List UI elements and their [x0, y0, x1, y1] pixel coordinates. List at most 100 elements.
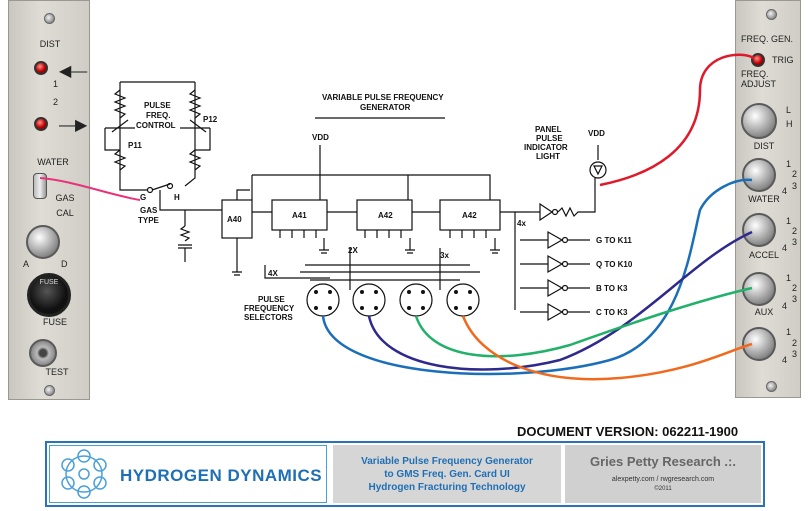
- water-gas-toggle-switch[interactable]: [33, 173, 47, 199]
- pos-4-label: 4: [782, 243, 788, 253]
- trig-label: TRIG: [772, 55, 794, 65]
- panel-screw: [766, 381, 777, 392]
- molecule-logo-icon: [61, 449, 107, 499]
- trig-led: [751, 53, 765, 67]
- panel-label-line4: LIGHT: [536, 152, 560, 161]
- doc-title-line1: Variable Pulse Frequency Generator: [361, 455, 533, 467]
- g-label: G: [140, 193, 146, 202]
- cal-a-label: A: [23, 259, 30, 269]
- led-2-label: 2: [53, 97, 59, 107]
- dist-led-2: [34, 117, 48, 131]
- a40-label: A40: [227, 215, 242, 224]
- selectors-label-line1: PULSE: [258, 295, 285, 304]
- pos-2-label: 2: [792, 169, 798, 179]
- pos-3-label: 3: [792, 237, 798, 247]
- freq-adjust-knob[interactable]: [741, 103, 777, 139]
- accel-selector-knob[interactable]: [742, 272, 776, 306]
- selectors-label-line2: FREQUENCY: [244, 304, 295, 313]
- credit-year: ©2011: [654, 486, 672, 492]
- h-label: H: [174, 193, 180, 202]
- gas-type-line2: TYPE: [138, 216, 160, 225]
- company-logo-block: HYDROGEN DYNAMICS: [49, 445, 327, 503]
- freq-h-label: H: [786, 119, 793, 129]
- arrow-right-icon: —▶: [59, 117, 88, 134]
- panel-screw: [44, 385, 55, 396]
- freq-l-label: L: [786, 105, 792, 115]
- dist-label: DIST: [39, 39, 61, 49]
- vdd-label-2: VDD: [588, 129, 605, 138]
- multiplier-4x-left: 4X: [268, 269, 278, 278]
- pos-2-label: 2: [792, 338, 798, 348]
- doc-title-line3: Hydrogen Fracturing Technology: [368, 481, 526, 493]
- fuse-cap-label: FUSE: [39, 279, 59, 286]
- panel-label-line3: INDICATOR: [524, 143, 568, 152]
- output-c-label: C TO K3: [596, 308, 628, 317]
- freq-gen-label: FREQ. GEN.: [741, 34, 794, 44]
- dist-led-1: [34, 61, 48, 75]
- vdd-label-1: VDD: [312, 133, 329, 142]
- p12-label: P12: [203, 115, 218, 124]
- multiplier-4x-right: 4x: [517, 219, 526, 228]
- pos-3-label: 3: [792, 349, 798, 359]
- footer-banner: HYDROGEN DYNAMICS Variable Pulse Frequen…: [45, 441, 765, 507]
- p11-label: P11: [128, 141, 142, 150]
- document-title-block: Variable Pulse Frequency Generator to GM…: [333, 445, 561, 503]
- dist-selector-knob[interactable]: [742, 158, 776, 192]
- blue-wire: [321, 178, 753, 376]
- a42-label-1: A42: [378, 211, 393, 220]
- pos-1-label: 1: [786, 216, 792, 226]
- aux-selector-knob[interactable]: [742, 327, 776, 361]
- red-wire: [599, 53, 755, 187]
- control-label-line2: FREQ.: [146, 111, 170, 120]
- right-freq-gen-panel: FREQ. GEN. TRIG FREQ. ADJUST L H DIST WA…: [735, 0, 801, 398]
- test-jack[interactable]: [29, 339, 57, 367]
- pos-1-label: 1: [786, 273, 792, 283]
- schematic-diagram: VARIABLE PULSE FREQUENCY GENERATOR PULSE…: [39, 53, 755, 381]
- panel-screw: [766, 9, 777, 20]
- pos-2-label: 2: [792, 226, 798, 236]
- credit-block: Gries Petty Research .:. alexpetty.com /…: [565, 445, 761, 503]
- credit-sites: alexpetty.com / rwgresearch.com: [611, 476, 715, 483]
- freq-adjust-label: FREQ. ADJUST: [741, 69, 777, 89]
- gas-label: GAS: [55, 193, 75, 203]
- pos-3-label: 3: [792, 181, 798, 191]
- panel-label-line1: PANEL: [535, 125, 562, 134]
- pink-wire: [39, 177, 141, 201]
- diagram-title-line2: GENERATOR: [360, 103, 411, 112]
- water-label: WATER: [37, 157, 69, 167]
- pos-3-label: 3: [792, 294, 798, 304]
- output-g-label: G TO K11: [596, 236, 632, 245]
- pos-4-label: 4: [782, 355, 788, 365]
- selectors-label-line3: SELECTORS: [244, 313, 293, 322]
- cal-knob[interactable]: [26, 225, 60, 259]
- green-wire: [414, 286, 753, 358]
- panel-label-line2: PULSE: [536, 134, 563, 143]
- output-q-label: Q TO K10: [596, 260, 633, 269]
- dist-selector-label: DIST: [753, 141, 775, 151]
- accel-selector-label: ACCEL: [748, 250, 780, 260]
- a42-label-2: A42: [462, 211, 477, 220]
- control-label-line3: CONTROL: [136, 121, 176, 130]
- credit-name: Gries Petty Research .:.: [590, 454, 736, 469]
- left-control-panel: DIST 1 2 ◀— —▶ WATER GAS CAL A D FUSE FU…: [8, 0, 90, 400]
- pos-4-label: 4: [782, 301, 788, 311]
- document-version: DOCUMENT VERSION: 062211-1900: [517, 424, 739, 439]
- fuse-holder[interactable]: FUSE: [27, 273, 71, 317]
- pos-1-label: 1: [786, 159, 792, 169]
- pos-4-label: 4: [782, 186, 788, 196]
- pos-2-label: 2: [792, 283, 798, 293]
- diagram-title-line1: VARIABLE PULSE FREQUENCY: [322, 93, 444, 102]
- orange-wire: [461, 315, 753, 381]
- a41-label: A41: [292, 211, 307, 220]
- control-label-line1: PULSE: [144, 101, 171, 110]
- arrow-left-icon: ◀—: [59, 63, 88, 80]
- pos-1-label: 1: [786, 327, 792, 337]
- gas-type-line1: GAS: [140, 206, 158, 215]
- test-label: TEST: [45, 367, 69, 377]
- multiplier-3x: 3x: [440, 251, 449, 260]
- doc-title-line2: to GMS Freq. Gen. Card UI: [384, 468, 510, 480]
- aux-selector-label: AUX: [754, 307, 774, 317]
- water-selector-knob[interactable]: [742, 213, 776, 247]
- multiplier-2x: 2X: [348, 246, 358, 255]
- fuse-label: FUSE: [42, 317, 68, 327]
